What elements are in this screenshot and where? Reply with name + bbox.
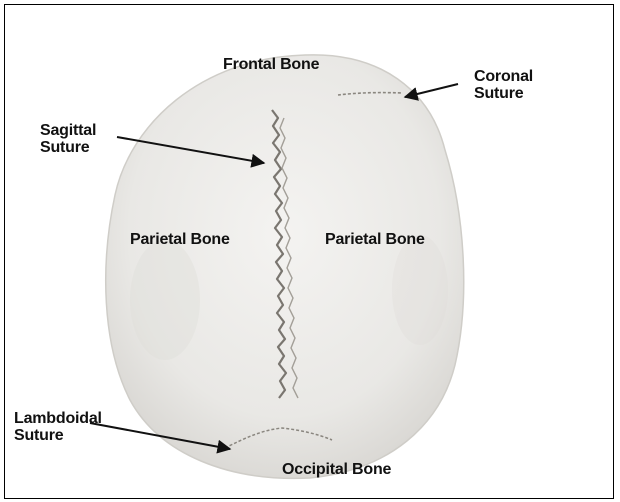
coronal-suture-label: Coronal Suture <box>474 68 533 102</box>
occipital-bone-label: Occipital Bone <box>282 461 391 478</box>
lambdoidal-suture-label: Lambdoidal Suture <box>14 410 102 444</box>
sagittal-suture-label: Sagittal Suture <box>40 122 96 156</box>
parietal-bone-left-label: Parietal Bone <box>130 231 230 248</box>
frontal-bone-label: Frontal Bone <box>223 56 319 73</box>
coronal-arrow <box>405 84 458 97</box>
parietal-bone-right-label: Parietal Bone <box>325 231 425 248</box>
